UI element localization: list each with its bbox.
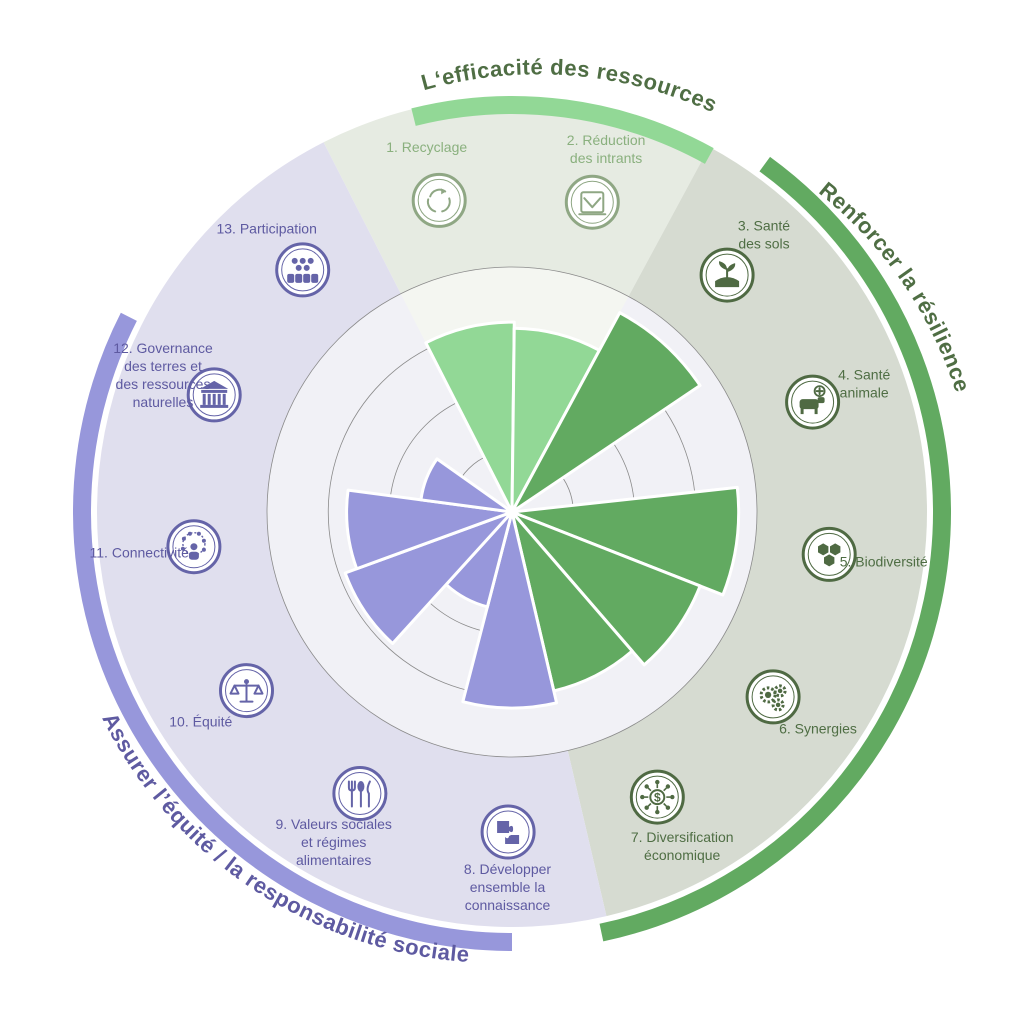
category-label-8: 8. Développer ensemble la connaissance <box>464 861 552 913</box>
bar-3 <box>510 311 702 514</box>
category-label-line: 1. Recyclage <box>386 139 467 155</box>
group-arcs <box>73 96 951 951</box>
category-label-line: économique <box>644 847 720 863</box>
outer-sectors <box>96 96 928 928</box>
arc-equity <box>73 312 513 951</box>
arc-resilience <box>599 156 951 942</box>
category-label-line: des intrants <box>570 150 642 166</box>
category-label-6: 6. Synergies <box>779 721 857 737</box>
category-label-9: 9. Valeurs sociales et régimes alimentaire… <box>275 816 391 868</box>
category-label-line: 9. Valeurs sociales <box>275 816 391 832</box>
equity-scale-icon <box>219 663 274 719</box>
synergies-icon <box>745 669 801 725</box>
category-label-line: 11. Connectivité <box>90 545 190 561</box>
category-label-11: 11. Connectivité <box>90 545 190 561</box>
reduce-inputs-icon <box>564 174 620 230</box>
category-label-line: 5. Biodiversité <box>840 554 928 570</box>
category-label-line: naturelles <box>133 394 194 410</box>
category-label-line: alimentaires <box>296 852 371 868</box>
category-label-line: 13. Participation <box>216 220 316 236</box>
category-label-line: 4. Santé <box>838 366 890 382</box>
biodiversity-icon <box>801 526 857 582</box>
category-label-line: 10. Équité <box>169 713 232 729</box>
soil-health-icon <box>699 247 755 303</box>
arc-efficiency <box>411 96 714 164</box>
knowledge-icon <box>480 804 536 860</box>
category-label-line: des terres et <box>124 358 202 374</box>
category-label-line: et régimes <box>301 834 366 850</box>
category-label-line: des sols <box>738 235 789 251</box>
category-label-line: ensemble la <box>470 879 546 895</box>
category-label-7: 7. Diversification économique <box>631 829 734 863</box>
category-label-line: connaissance <box>465 897 551 913</box>
category-label-line: 7. Diversification <box>631 829 734 845</box>
animal-health-icon <box>785 374 841 430</box>
bar-11 <box>345 488 514 571</box>
category-label-4: 4. Santé animale <box>838 366 890 400</box>
category-label-10: 10. Équité <box>169 713 232 729</box>
category-label-1: 1. Recyclage <box>386 139 467 155</box>
bar-5 <box>510 485 741 597</box>
sector-equity <box>96 142 607 928</box>
sector-efficiency <box>323 96 710 297</box>
category-label-3: 3. Santé des sols <box>738 217 790 251</box>
category-label-line: 12. Governance <box>113 340 213 356</box>
bar-12 <box>419 457 514 514</box>
recycle-icon <box>411 172 467 228</box>
center-dot <box>507 507 517 517</box>
bar-8 <box>461 510 559 710</box>
category-label-line: 6. Synergies <box>779 721 857 737</box>
category-label-line: 3. Santé <box>738 217 790 233</box>
category-label-13: 13. Participation <box>216 220 316 236</box>
category-label-2: 2. Réduction des intrants <box>567 132 646 166</box>
grid-ring-4 <box>266 266 758 758</box>
category-labels: 1. Recyclage 2. Réduction des intrants 3. S… <box>90 132 928 913</box>
bar-10 <box>343 510 514 646</box>
food-values-icon <box>332 766 388 821</box>
sector-resilience <box>567 146 928 917</box>
category-label-line: des ressources <box>116 376 211 392</box>
bars <box>343 311 741 710</box>
connectivity-icon <box>166 519 222 575</box>
bar-6 <box>510 510 702 667</box>
category-label-line: animale <box>840 384 889 400</box>
bar-1 <box>424 320 516 514</box>
economic-diversification-icon: $ <box>629 769 685 825</box>
participation-icon <box>275 242 331 298</box>
category-label-line: 8. Développer <box>464 861 552 877</box>
category-label-5: 5. Biodiversité <box>840 554 928 570</box>
svg-text:$: $ <box>654 791 661 805</box>
category-label-12: 12. Governance des terres et des ressource… <box>113 340 213 410</box>
governance-icon <box>186 367 242 423</box>
category-icons: $ <box>166 172 857 860</box>
category-label-line: 2. Réduction <box>567 132 646 148</box>
